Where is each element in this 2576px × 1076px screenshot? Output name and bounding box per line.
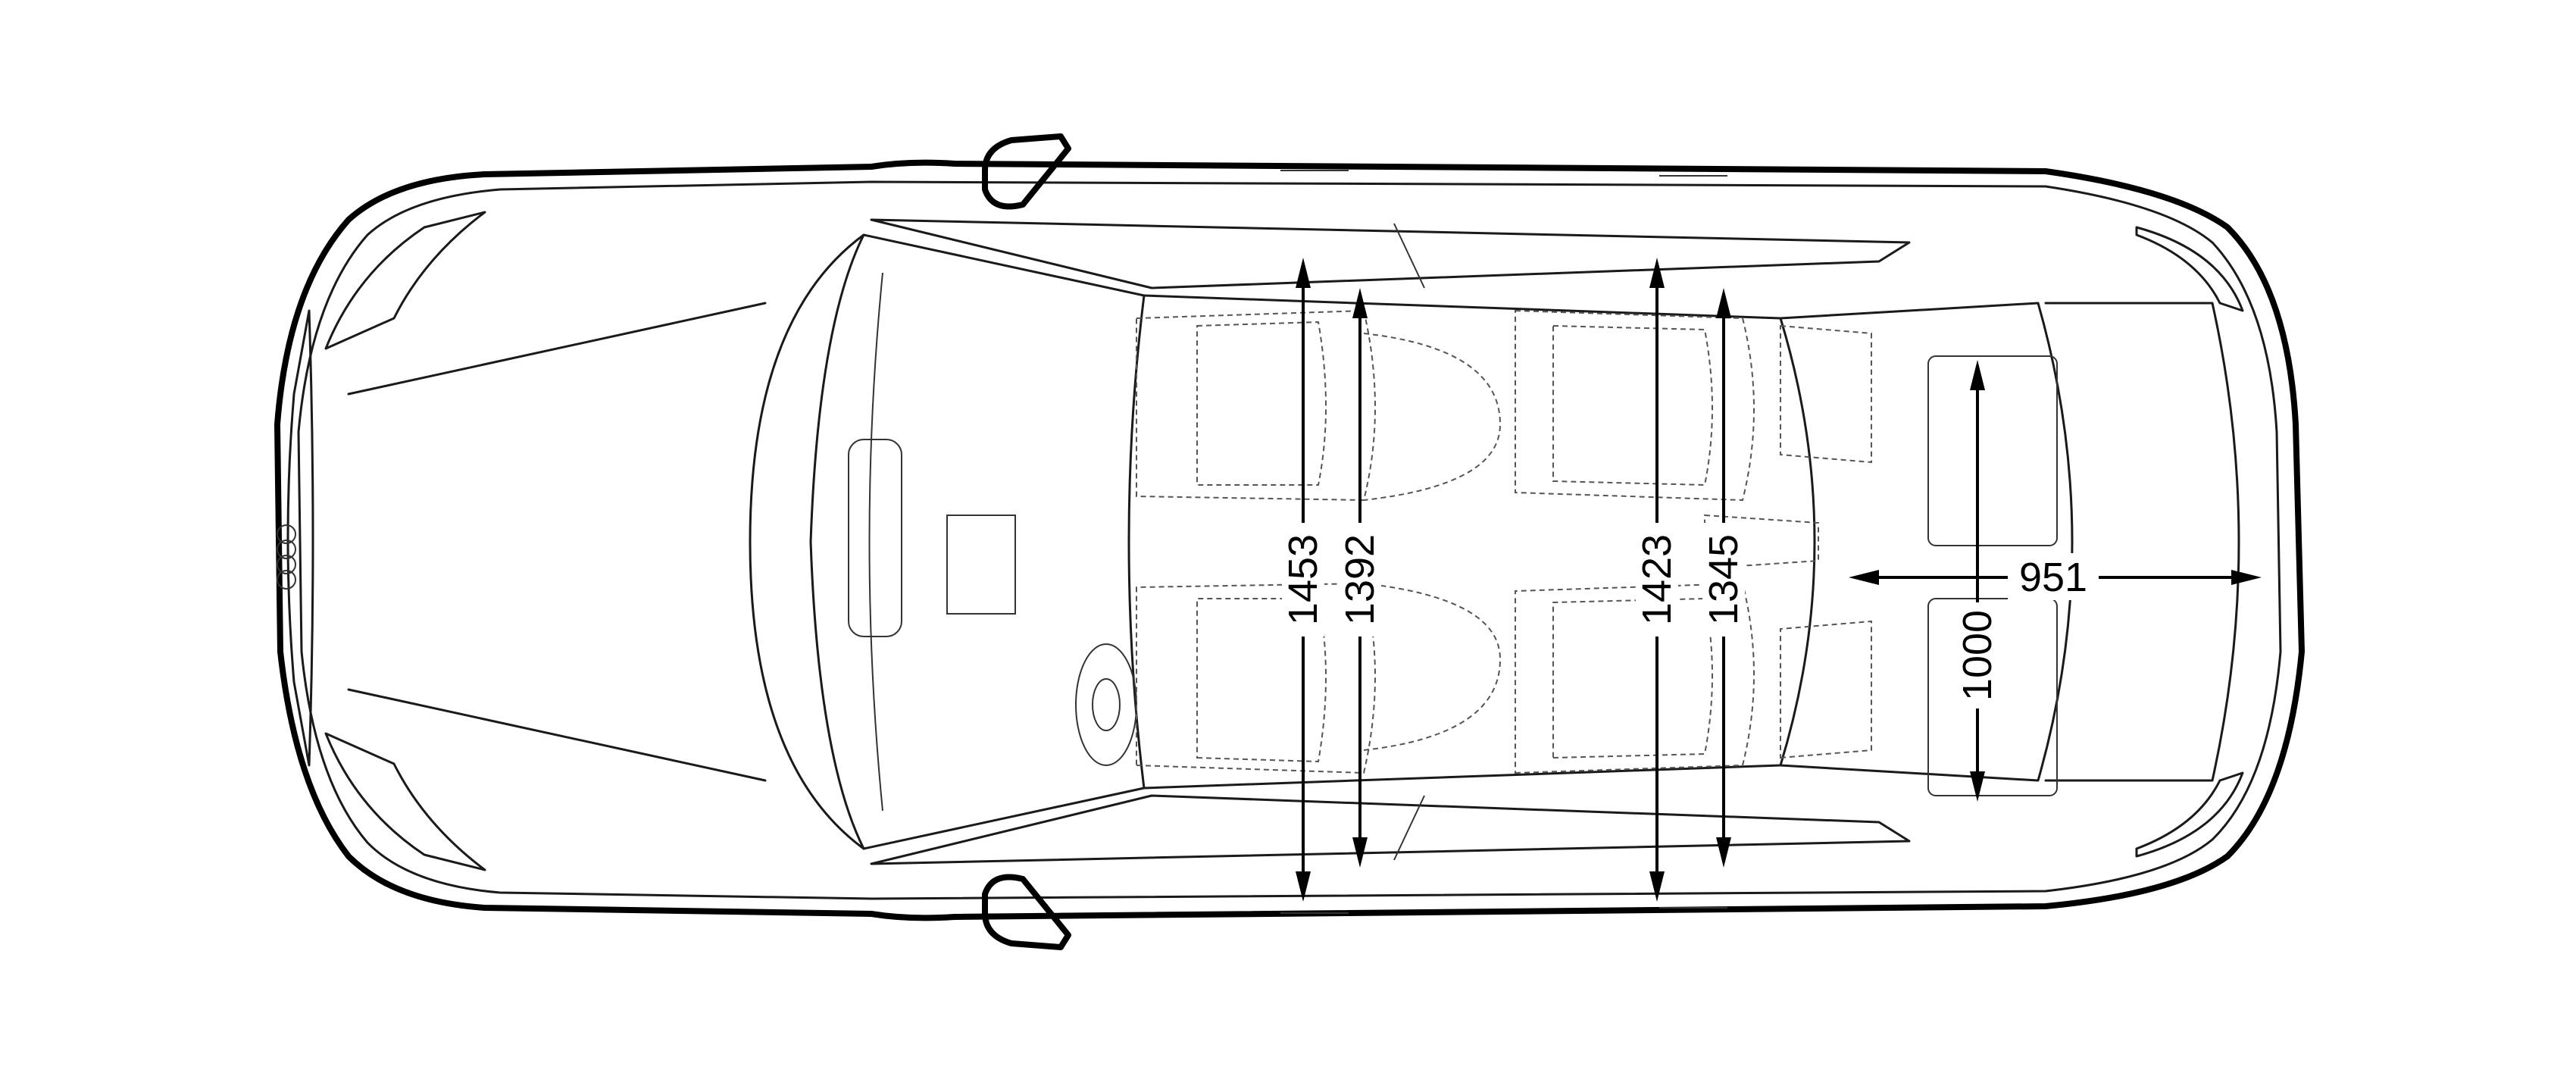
trunk-lid [2044, 302, 2240, 782]
arrow-left [1849, 570, 1879, 585]
arrow-up [1649, 258, 1665, 288]
arrow-up [1716, 288, 1731, 318]
hood-line-top [347, 302, 767, 396]
arrow-up [1970, 360, 1985, 390]
dimension-label: 1392 [1337, 534, 1383, 625]
dimension-front-shoulder-width: 1453 [1280, 258, 1326, 902]
dimension-annotations: 1453 1392 1423 1345 [1280, 258, 2262, 902]
dimension-label: 1345 [1701, 534, 1746, 625]
steering-wheel [1075, 643, 1137, 766]
arrow-down [1296, 871, 1311, 902]
luggage-floor-right [1927, 598, 2058, 796]
dashboard [868, 272, 883, 812]
dimension-rear-shoulder-width: 1423 [1634, 258, 1680, 902]
right-tail-light [2135, 771, 2244, 858]
arrow-down [1649, 871, 1665, 902]
dimension-label: 1423 [1634, 534, 1680, 625]
hood-edge [749, 233, 865, 850]
arrow-down [1716, 837, 1731, 868]
arrow-down [1970, 771, 1985, 802]
right-headlight [324, 732, 486, 871]
dimension-luggage-length: 951 [1849, 553, 2262, 600]
dimension-label: 951 [2019, 555, 2087, 600]
center-vent [848, 439, 902, 637]
rear-window [1779, 302, 2074, 782]
infotainment-screen [946, 515, 1016, 615]
dimension-label: 1000 [1955, 610, 2000, 701]
luggage-floor-left [1927, 355, 2058, 546]
dimension-label: 1453 [1280, 534, 1326, 625]
right-side-windows [870, 794, 1911, 865]
left-side-windows [870, 218, 1911, 289]
dimension-luggage-width: 1000 [1955, 360, 2000, 802]
front-grille [286, 309, 314, 767]
car-body [274, 133, 2305, 950]
cabin-roof [1143, 294, 1816, 790]
hood-line-bottom [347, 688, 767, 782]
left-headlight [324, 211, 486, 350]
car-inner-outline [297, 180, 2282, 900]
right-mirror [982, 874, 1071, 950]
left-tail-light [2135, 226, 2244, 312]
rear-seats [1515, 309, 1872, 774]
arrow-right [2231, 570, 2262, 585]
windshield [809, 233, 1146, 850]
dimension-front-elbow-width: 1392 [1337, 288, 1383, 868]
car-outline [274, 159, 2305, 921]
arrow-down [1352, 837, 1368, 868]
arrow-up [1296, 258, 1311, 288]
dimension-rear-elbow-width: 1345 [1701, 288, 1746, 868]
brand-rings-logo [277, 524, 296, 590]
arrow-up [1352, 288, 1368, 318]
left-mirror [982, 133, 1071, 210]
